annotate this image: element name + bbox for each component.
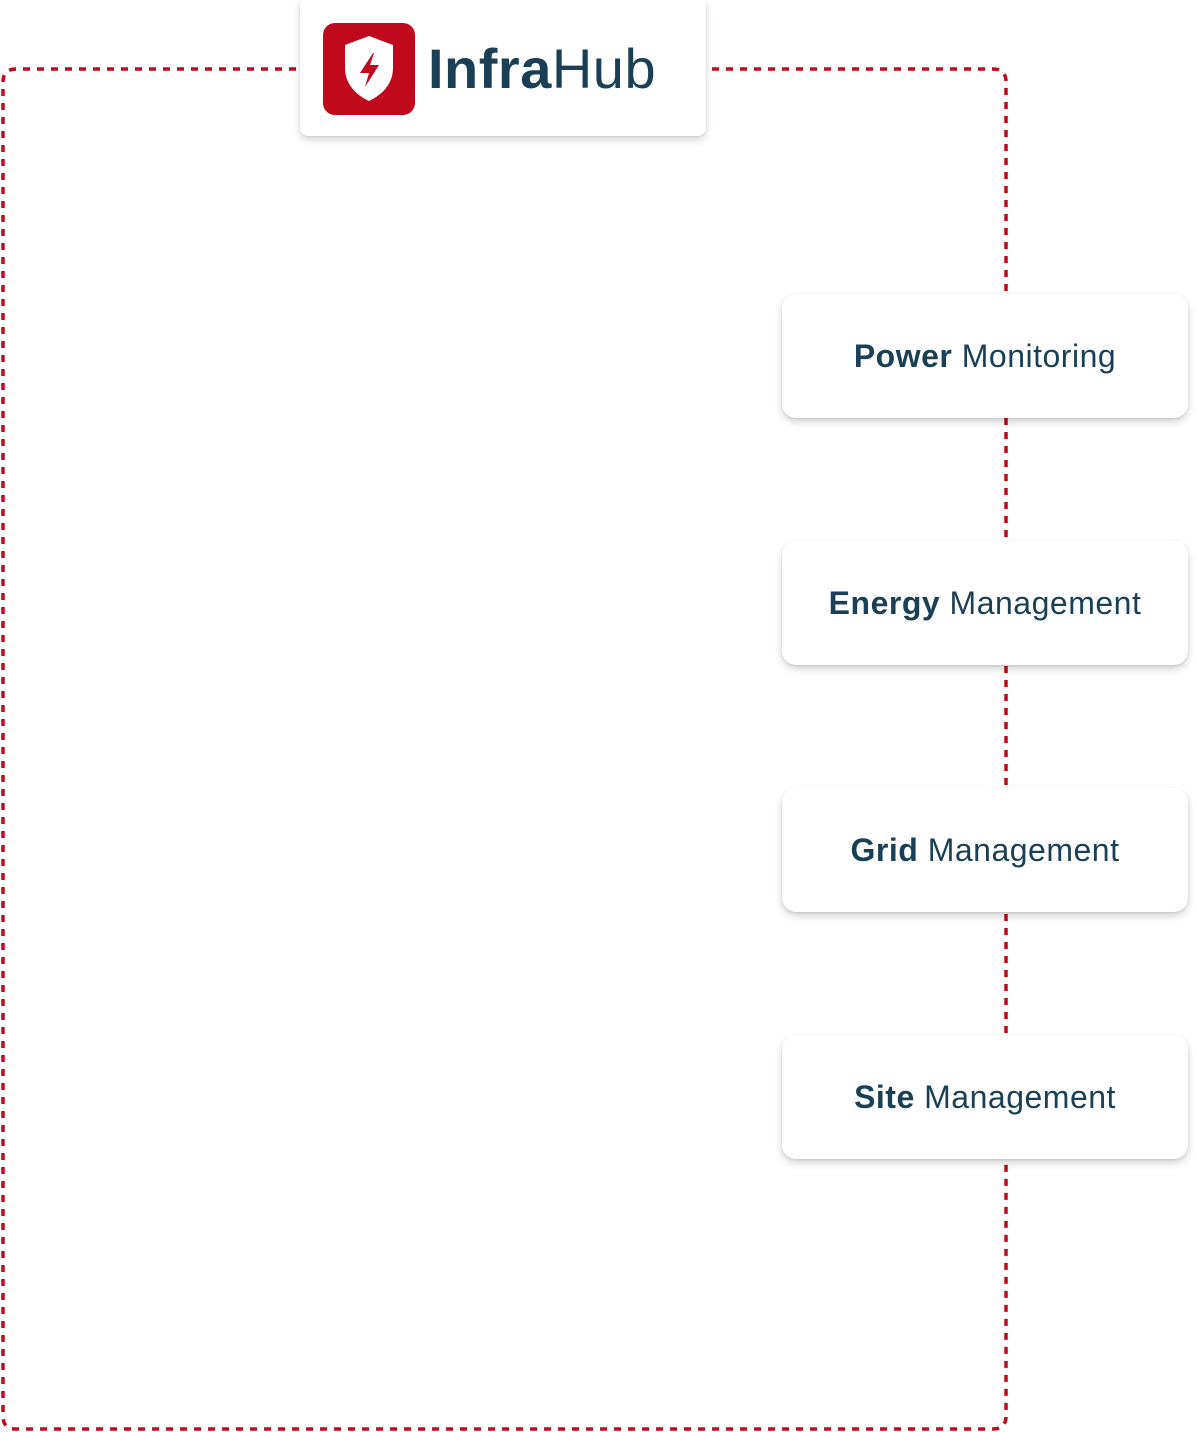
- module-label-bold: Energy: [828, 584, 941, 621]
- logo-wordmark: InfraHub: [428, 36, 656, 102]
- logo-card: InfraHub: [300, 0, 706, 136]
- module-label: Site Management: [854, 1079, 1116, 1116]
- module-card-site-management[interactable]: Site Management: [782, 1035, 1188, 1159]
- module-label-bold: Power: [853, 337, 953, 374]
- module-label: Energy Management: [829, 585, 1142, 622]
- shield-lightning-icon: [323, 23, 415, 115]
- logo-name-light: Hub: [551, 37, 657, 100]
- module-label-light: Monitoring: [961, 337, 1117, 374]
- module-label-bold: Grid: [850, 831, 919, 868]
- module-label: Grid Management: [851, 832, 1120, 869]
- frame-left-path: [1, 67, 1008, 1431]
- module-card-grid-management[interactable]: Grid Management: [782, 788, 1188, 912]
- frame-right-path: [712, 67, 1008, 300]
- module-card-power-monitoring[interactable]: Power Monitoring: [782, 294, 1188, 418]
- module-label-light: Management: [949, 584, 1142, 621]
- module-label-light: Management: [924, 1078, 1116, 1115]
- module-label-light: Management: [927, 831, 1120, 868]
- logo-name-bold: Infra: [428, 37, 552, 100]
- module-label: Power Monitoring: [854, 338, 1116, 375]
- module-card-energy-management[interactable]: Energy Management: [782, 541, 1188, 665]
- module-label-bold: Site: [854, 1078, 915, 1115]
